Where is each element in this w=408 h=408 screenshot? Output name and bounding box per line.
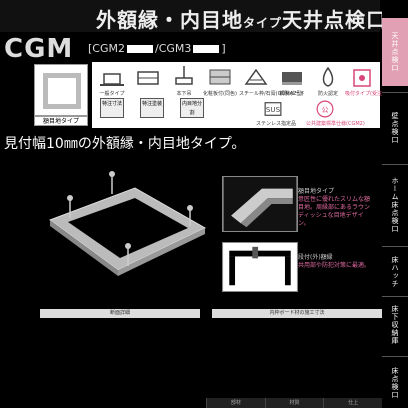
inner-joint-badge: 内目地分割 xyxy=(180,98,204,118)
variant-1: [CGM2 xyxy=(88,42,125,55)
page-title: 外額縁・内目地タイプ天井点検口 xyxy=(96,4,387,33)
model-variants: [CGM2/CGM3] xyxy=(88,42,226,55)
tab-ceiling-access[interactable]: 天井点検口 xyxy=(382,18,408,86)
swatch-label: 額目地タイプ xyxy=(34,116,88,126)
hanger-icon xyxy=(175,66,193,85)
svg-text:SUS: SUS xyxy=(266,105,281,114)
suction-type-icon xyxy=(353,69,371,87)
spec-col-finish: 仕上 xyxy=(323,398,382,408)
custom-paint-badge: 特注塗装 xyxy=(140,98,164,118)
note-joint: 額目地タイプ 意匠性に優れたスリムな額目地。周縁部にあるラウンディッシュな目地デ… xyxy=(298,188,370,228)
general-type-icon xyxy=(100,73,124,86)
icon-label-1: 一般タイプ xyxy=(99,91,125,97)
fireproof-icon xyxy=(322,66,334,87)
tab-home-floor-access[interactable]: ホーム床点検口 xyxy=(391,177,399,233)
note-joint-body: 意匠性に優れたスリムな額目地。周縁部にあるラウンディッシュな目地デザイン。 xyxy=(298,196,371,227)
tab-divider xyxy=(382,92,408,93)
caption-section: 断面詳細 xyxy=(40,309,200,318)
tab-divider xyxy=(382,164,408,165)
note-stepped: 段付(外)額縁 共用部や防犯対策に最適。 xyxy=(298,254,370,270)
bottom-icon-label-2: 公共建築標準仕様(CGM2) xyxy=(306,121,365,127)
joint-detail-image xyxy=(222,176,298,232)
stainless-icon: SUS xyxy=(264,102,282,116)
spec-table-header: 部材 材質 仕上 xyxy=(206,398,382,408)
icon-label-4: 化粧板付(同色) xyxy=(203,91,237,97)
tab-floor-hatch[interactable]: 床ハッチ xyxy=(391,256,399,288)
note-stepped-heading: 段付(外)額縁 xyxy=(298,254,333,261)
title-part-b: タイプ xyxy=(243,16,283,30)
decor-board-icon xyxy=(209,69,231,85)
note-stepped-body: 共用部や防犯対策に最適。 xyxy=(298,262,371,269)
variant-end: ] xyxy=(221,42,226,55)
tab-wall-access[interactable]: 壁点検口 xyxy=(391,112,399,144)
variant-tag-2 xyxy=(193,45,220,53)
product-swatch xyxy=(34,64,88,116)
icon-label-5: スチール枠/石膏(GOMAZ型) xyxy=(239,91,304,97)
public-standard-icon: 公 xyxy=(316,100,334,118)
icon-label-6: 鋼製ボード xyxy=(279,91,305,97)
title-part-c: 天井点検口 xyxy=(282,8,388,32)
caption-board: 内枠ボード材の施工寸法 xyxy=(212,309,382,318)
tab-divider xyxy=(382,296,408,297)
tab-underfloor-storage[interactable]: 床下収納庫 xyxy=(391,305,399,345)
spec-col-part: 部材 xyxy=(206,398,265,408)
feature-icons: 一般タイプ 本下吊 化粧板付(同色) スチール枠/石膏(GOMAZ型) 鋼製ボー… xyxy=(92,62,384,128)
title-part-a: 外額縁・内目地 xyxy=(96,8,243,32)
note-joint-heading: 額目地タイプ xyxy=(298,188,335,195)
steel-frame-icon xyxy=(244,68,268,85)
variant-tag-1 xyxy=(127,45,153,53)
bottom-icon-label-1: ステンレス指定品 xyxy=(256,121,297,127)
model-code: CGM xyxy=(4,34,74,64)
tagline: 見付幅10㎜の外額縁・内目地タイプ。 xyxy=(4,136,246,152)
variant-2: /CGM3 xyxy=(155,42,192,55)
tab-divider xyxy=(382,246,408,247)
steel-board-icon xyxy=(282,72,302,85)
ceiling-board-icon xyxy=(137,71,159,85)
icon-label-8: 吸付タイプ(受注) xyxy=(345,91,384,97)
tab-divider xyxy=(382,356,408,357)
icon-label-7: 防火認定 xyxy=(317,91,338,97)
header-band xyxy=(0,0,380,32)
frame-illustration xyxy=(48,171,207,276)
icon-label-3: 本下吊 xyxy=(176,91,192,97)
custom-size-badge: 特注寸法 xyxy=(100,98,124,118)
spec-col-material: 材質 xyxy=(264,398,324,408)
svg-text:公: 公 xyxy=(321,105,328,114)
stepped-frame-image xyxy=(222,242,298,292)
category-sidebar: 天井点検口 壁点検口 ホーム床点検口 床ハッチ 床下収納庫 床点検口 xyxy=(382,0,408,408)
frame-shape xyxy=(43,73,81,109)
tab-floor-access[interactable]: 床点検口 xyxy=(391,367,399,399)
